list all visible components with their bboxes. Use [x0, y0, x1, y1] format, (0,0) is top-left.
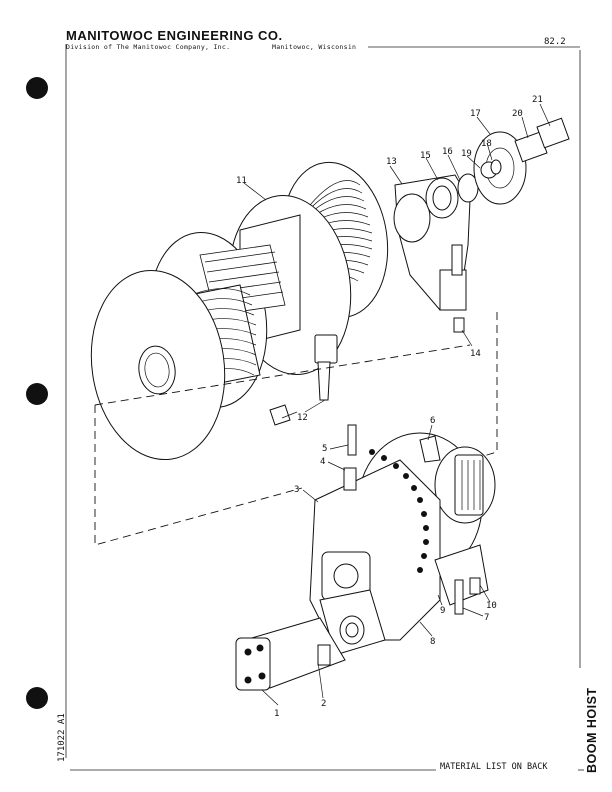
bearing-housing-group: [393, 117, 570, 333]
output-spline: [461, 460, 481, 510]
binder-hole-bottom: [26, 687, 48, 709]
drum-lock-pawl: [269, 334, 338, 426]
callout-21: 21: [532, 95, 543, 105]
callout-9: 9: [440, 606, 445, 616]
callout-19: 19: [461, 149, 472, 159]
callout-labels: 1 2 3 4 5 6 7 8 9 10 11 12 13 14 15 16 1…: [236, 95, 543, 719]
callout-12: 12: [297, 413, 308, 423]
winch-drum-assembly: [90, 161, 389, 461]
callout-16: 16: [442, 147, 453, 157]
callout-17: 17: [470, 109, 481, 119]
callout-14: 14: [470, 349, 481, 359]
company-name: MANITOWOC ENGINEERING CO.: [66, 28, 283, 43]
callout-13: 13: [386, 157, 397, 167]
material-list-note: MATERIAL LIST ON BACK: [440, 762, 548, 772]
callout-7: 7: [484, 613, 489, 623]
gear-reducer-assembly: [235, 424, 496, 691]
callout-18: 18: [481, 139, 492, 149]
callout-2: 2: [321, 699, 326, 709]
flange-bolts: [369, 449, 429, 573]
location-line: Manitowoc, Wisconsin: [272, 43, 357, 51]
callout-11: 11: [236, 176, 247, 186]
callout-8: 8: [430, 637, 435, 647]
callout-20: 20: [512, 109, 523, 119]
binder-hole-top: [26, 77, 48, 99]
division-line: Division of The Manitowoc Company, Inc.: [66, 43, 231, 51]
callout-5: 5: [322, 444, 327, 454]
callout-leaders: [243, 103, 551, 706]
page-number: 82.2: [544, 37, 566, 47]
binder-hole-middle: [26, 383, 48, 405]
callout-15: 15: [420, 151, 431, 161]
page-frame: [65, 44, 584, 771]
callout-4: 4: [320, 457, 325, 467]
callout-1: 1: [274, 709, 279, 719]
callout-10: 10: [486, 601, 497, 611]
callout-3: 3: [294, 485, 299, 495]
callout-6: 6: [430, 416, 435, 426]
